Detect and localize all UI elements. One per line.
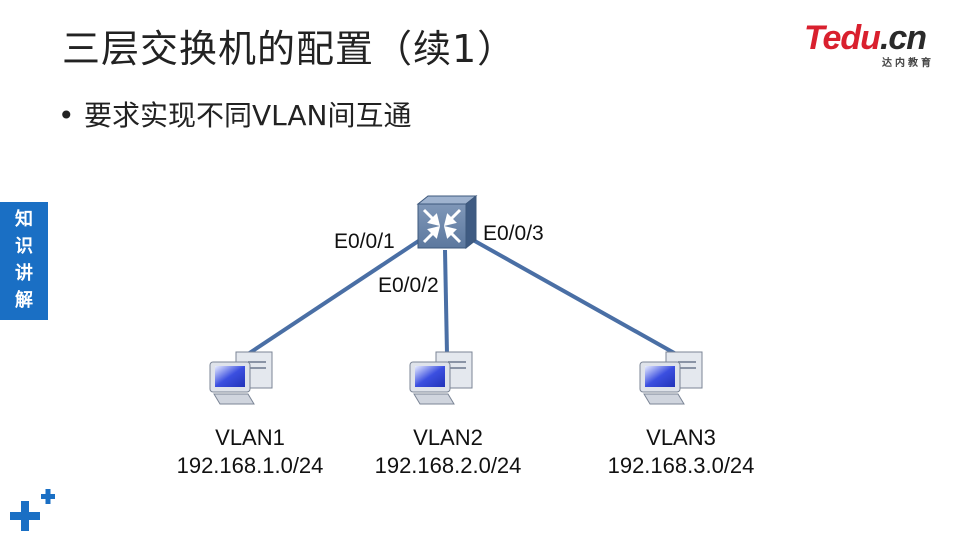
host-label-vlan3: VLAN3 192.168.3.0/24 xyxy=(596,424,766,480)
side-tab-char: 知 xyxy=(15,209,33,230)
vlan-subnet: 192.168.3.0/24 xyxy=(607,453,755,478)
layer3-switch-icon xyxy=(416,194,478,250)
side-tab-char: 讲 xyxy=(15,263,33,284)
host-label-vlan1: VLAN1 192.168.1.0/24 xyxy=(165,424,335,480)
port-label-e001: E0/0/1 xyxy=(334,230,395,253)
link-vlan1 xyxy=(246,238,422,356)
port-label-e002: E0/0/2 xyxy=(378,274,439,297)
bullet-item: • 要求实现不同VLAN间互通 xyxy=(58,94,412,134)
pc-workstation-icon xyxy=(639,351,703,405)
page-title: 三层交换机的配置（续1） xyxy=(62,27,517,71)
vlan-subnet: 192.168.1.0/24 xyxy=(176,453,324,478)
port-label-e003: E0/0/3 xyxy=(483,222,544,245)
bullet-dot: • xyxy=(58,99,75,132)
logo-suffix-text: .cn xyxy=(879,19,927,57)
side-tab-char: 解 xyxy=(15,290,33,311)
bullet-text: 要求实现不同VLAN间互通 xyxy=(84,99,412,132)
logo-subtitle: 达内教育 xyxy=(882,58,934,69)
tedu-logo: Tedu.cn 达内教育 xyxy=(804,18,938,69)
logo-main-text: Tedu xyxy=(804,19,881,57)
link-vlan3 xyxy=(472,238,677,356)
vlan-name: VLAN1 xyxy=(215,425,285,450)
vlan-subnet: 192.168.2.0/24 xyxy=(374,453,522,478)
host-label-vlan2: VLAN2 192.168.2.0/24 xyxy=(363,424,533,480)
plus-decor-icon xyxy=(10,489,55,531)
side-tab-knowledge: 知 识 讲 解 xyxy=(0,202,48,320)
vlan-name: VLAN3 xyxy=(646,425,716,450)
link-vlan2 xyxy=(443,249,449,355)
side-tab-char: 识 xyxy=(15,236,33,257)
pc-workstation-icon xyxy=(209,351,273,405)
links xyxy=(246,238,677,356)
pc-workstation-icon xyxy=(409,351,473,405)
vlan-name: VLAN2 xyxy=(413,425,483,450)
